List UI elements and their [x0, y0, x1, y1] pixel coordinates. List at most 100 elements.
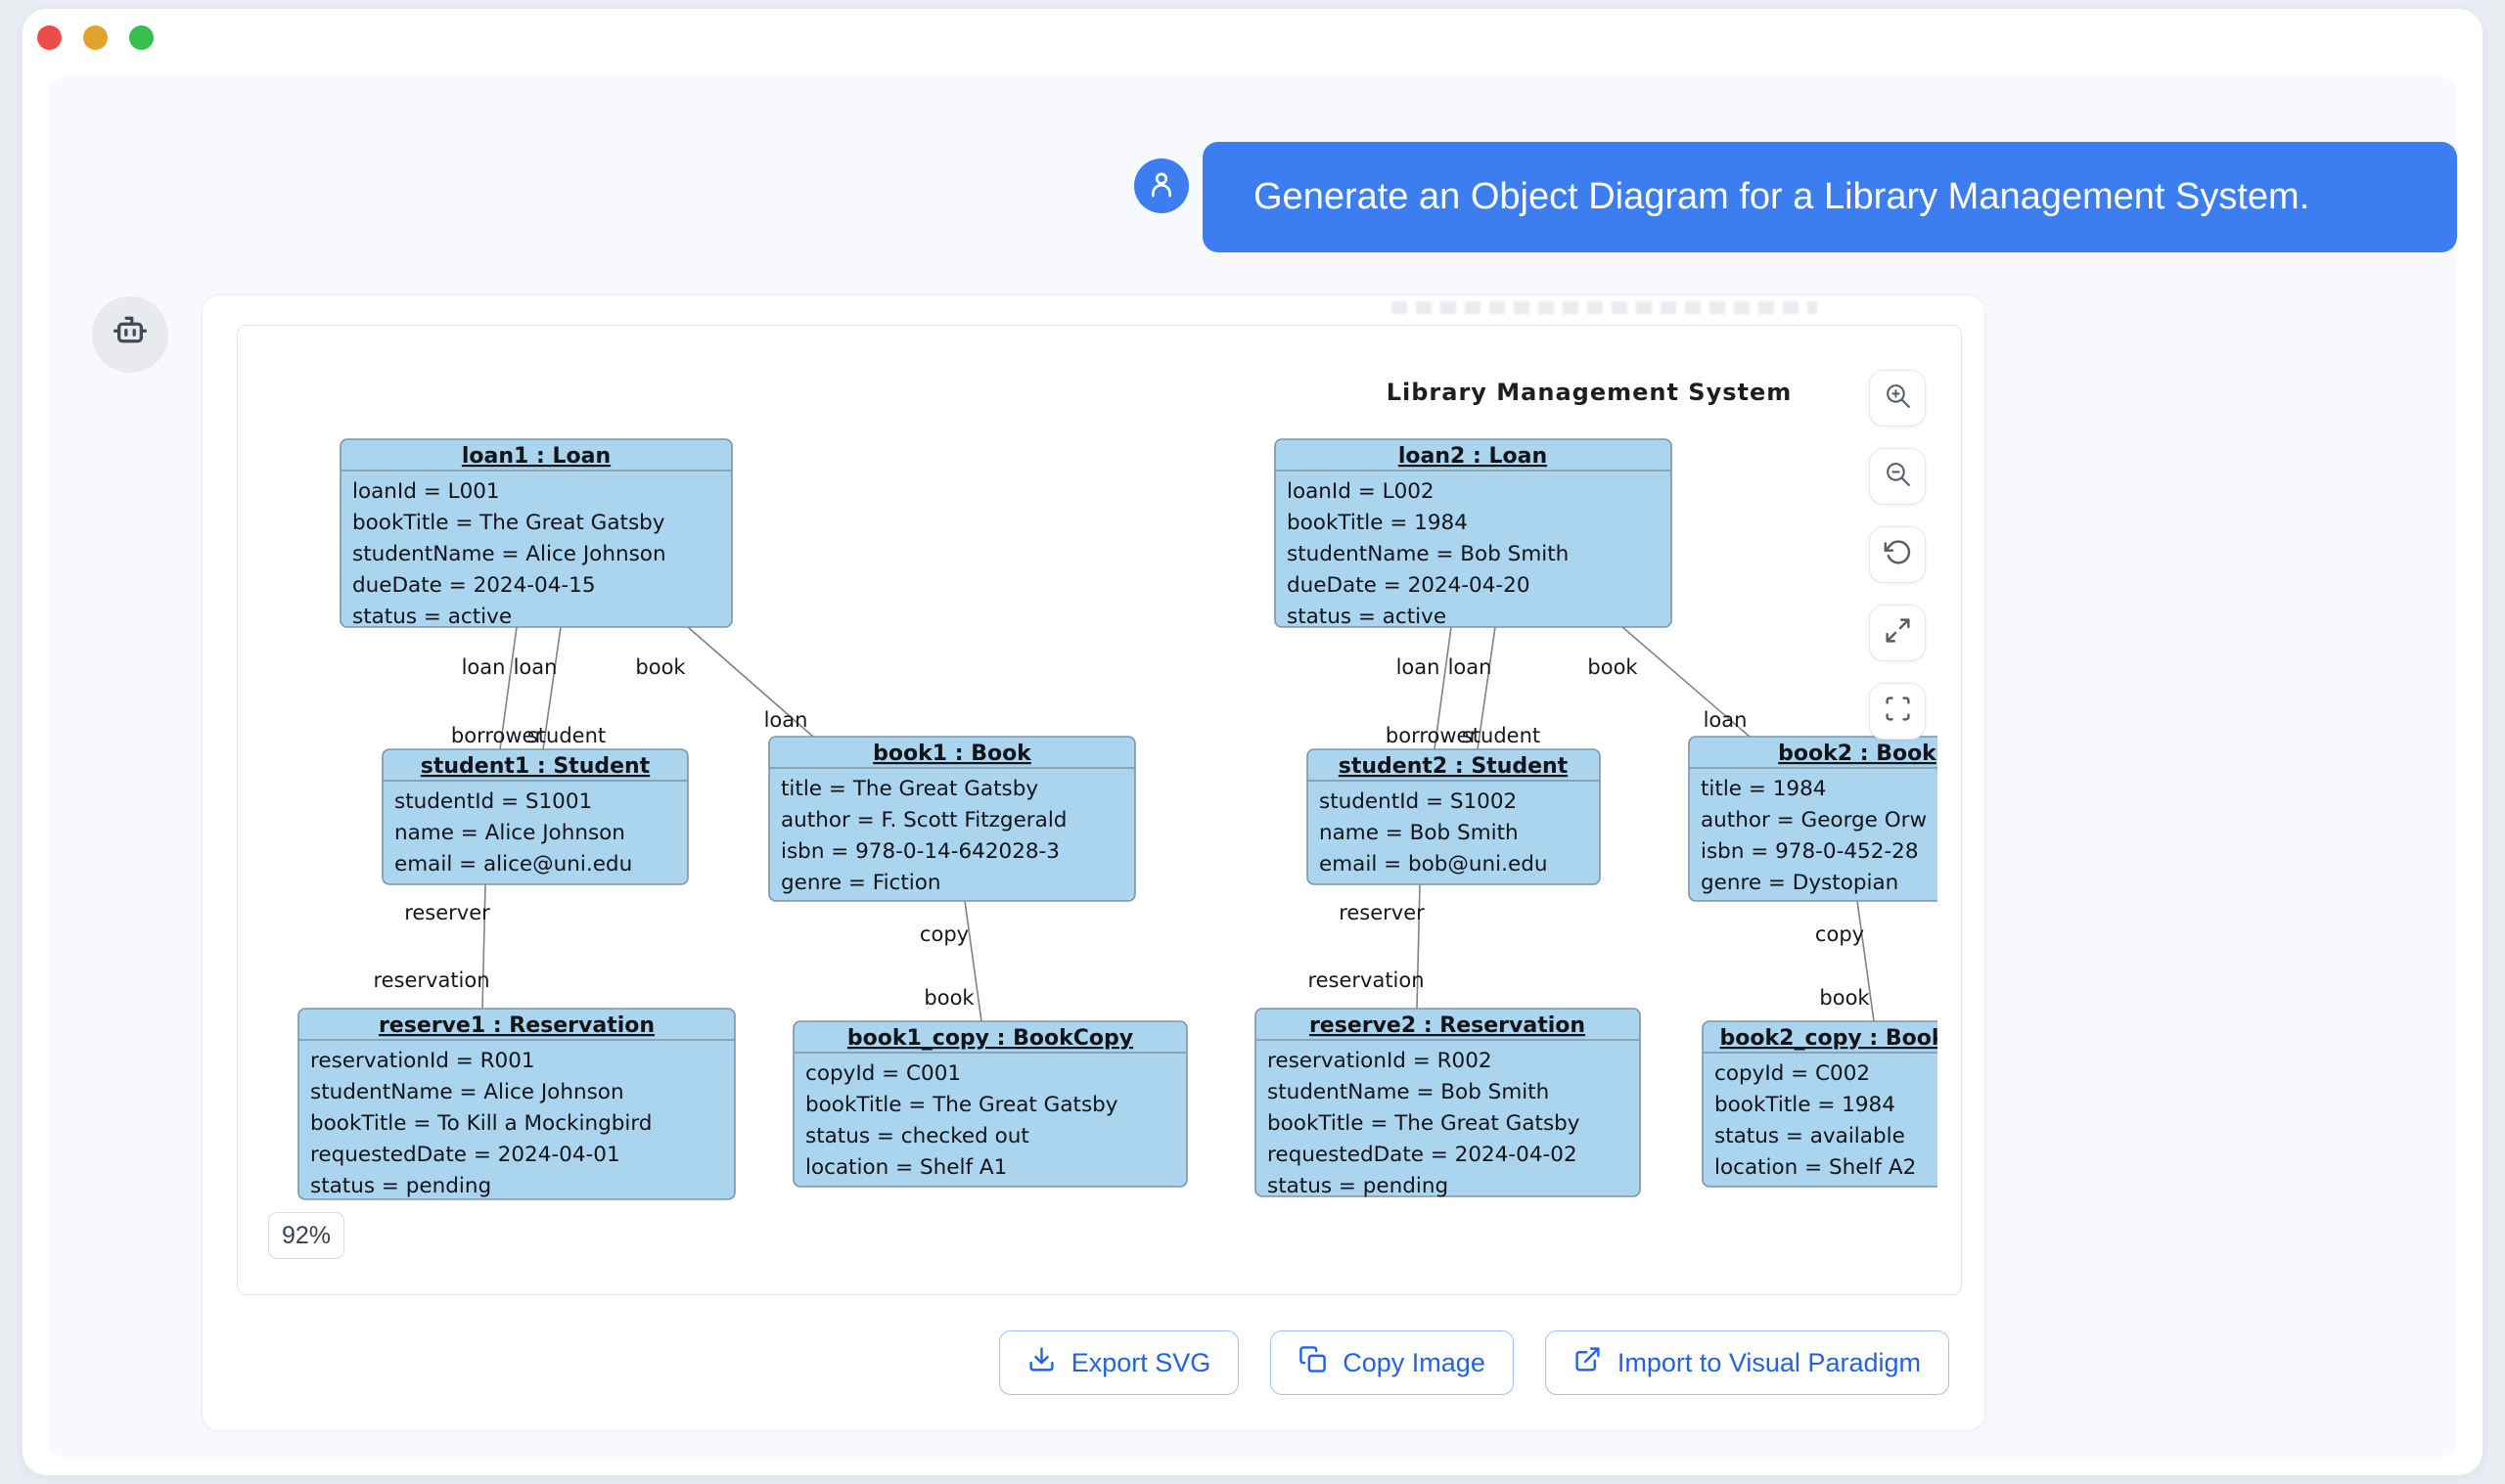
- object-attribute: reservationId = R001: [310, 1049, 535, 1073]
- edge-label: reserver: [1339, 901, 1425, 924]
- object-attribute: reservationId = R002: [1267, 1049, 1492, 1073]
- object-attribute: status = pending: [310, 1174, 491, 1198]
- object-header: book2 : Book: [1778, 742, 1937, 766]
- object-attribute: bookTitle = 1984: [1287, 511, 1468, 535]
- diagram-title: Library Management System: [1387, 379, 1793, 406]
- object-attribute: status = checked out: [805, 1124, 1029, 1148]
- maximize-button[interactable]: [1869, 605, 1926, 661]
- faded-text-artifact: [1391, 301, 1817, 314]
- app-window: Generate an Object Diagram for a Library…: [22, 8, 2483, 1476]
- object-attribute: author = George Orw: [1701, 808, 1927, 832]
- object-attribute: status = available: [1714, 1124, 1905, 1148]
- object-attribute: studentName = Alice Johnson: [310, 1080, 624, 1104]
- edge-label: student: [1462, 724, 1540, 747]
- robot-icon: [110, 312, 151, 358]
- object-attribute: requestedDate = 2024-04-01: [310, 1143, 620, 1167]
- minimize-button[interactable]: [83, 25, 108, 50]
- object-attribute: isbn = 978-0-452-28: [1701, 839, 1919, 864]
- object-node-reserve1[interactable]: reserve1 : Reservation reservationId = R…: [297, 1008, 736, 1200]
- edge-label: reservation: [1307, 968, 1424, 992]
- object-header: reserve2 : Reservation: [1309, 1013, 1585, 1038]
- object-attribute: dueDate = 2024-04-20: [1287, 573, 1530, 598]
- import-to-visual-paradigm-label: Import to Visual Paradigm: [1617, 1347, 1921, 1377]
- zoom-controls: [1869, 370, 1926, 740]
- object-header: loan1 : Loan: [462, 444, 611, 469]
- object-attribute: genre = Dystopian: [1701, 871, 1898, 895]
- edge-label: book: [1587, 655, 1638, 679]
- object-node-student1[interactable]: student1 : Student studentId = S1001 nam…: [382, 748, 689, 885]
- edge-label: book: [635, 655, 686, 679]
- object-attribute: bookTitle = To Kill a Mockingbird: [310, 1111, 652, 1136]
- object-node-book1-copy[interactable]: book1_copy : BookCopy copyId = C001 book…: [793, 1020, 1188, 1188]
- object-attribute: email = alice@uni.edu: [394, 852, 632, 877]
- reset-view-button[interactable]: [1869, 526, 1926, 583]
- edge-label: copy: [920, 922, 969, 946]
- object-node-student2[interactable]: student2 : Student studentId = S1002 nam…: [1306, 748, 1601, 885]
- edge-label: reserver: [404, 901, 490, 924]
- person-icon: [1146, 168, 1177, 204]
- fit-view-icon: [1884, 695, 1912, 728]
- close-button[interactable]: [37, 25, 62, 50]
- object-attribute: studentName = Alice Johnson: [352, 542, 666, 566]
- object-attribute: status = pending: [1267, 1174, 1448, 1198]
- object-attribute: copyId = C002: [1714, 1061, 1870, 1086]
- object-header: book2_copy : Book: [1720, 1026, 1947, 1051]
- object-node-book2-copy[interactable]: book2_copy : Book copyId = C002 bookTitl…: [1702, 1020, 1962, 1188]
- object-node-book1[interactable]: book1 : Book title = The Great Gatsby au…: [768, 736, 1136, 902]
- object-attribute: name = Alice Johnson: [394, 821, 625, 845]
- zoom-out-icon: [1884, 460, 1912, 493]
- object-attribute: studentId = S1002: [1319, 789, 1517, 814]
- copy-image-button[interactable]: Copy Image: [1270, 1330, 1514, 1395]
- edge-label: book: [924, 986, 975, 1010]
- zoom-in-icon: [1884, 382, 1912, 415]
- object-attribute: loanId = L001: [352, 479, 500, 504]
- object-attribute: bookTitle = 1984: [1714, 1093, 1895, 1117]
- object-attribute: studentName = Bob Smith: [1267, 1080, 1549, 1104]
- zoom-level-badge: 92%: [268, 1212, 344, 1259]
- object-node-book2[interactable]: book2 : Book title = 1984 author = Georg…: [1688, 736, 1962, 902]
- object-attribute: dueDate = 2024-04-15: [352, 573, 596, 598]
- object-node-loan2[interactable]: loan2 : Loan loanId = L002 bookTitle = 1…: [1274, 438, 1672, 629]
- object-attribute: isbn = 978-0-14-642028-3: [781, 839, 1060, 864]
- object-attribute: title = 1984: [1701, 777, 1826, 801]
- diagram-actions: Export SVG Copy Image Import to Visual P…: [998, 1330, 1949, 1395]
- object-attribute: bookTitle = The Great Gatsby: [805, 1093, 1118, 1117]
- object-attribute: author = F. Scott Fitzgerald: [781, 808, 1067, 832]
- object-header: reserve1 : Reservation: [379, 1013, 655, 1038]
- object-node-reserve2[interactable]: reserve2 : Reservation reservationId = R…: [1254, 1008, 1641, 1198]
- object-attribute: genre = Fiction: [781, 871, 941, 895]
- object-header: student1 : Student: [421, 754, 651, 779]
- object-header: book1_copy : BookCopy: [847, 1026, 1133, 1051]
- object-attribute: email = bob@uni.edu: [1319, 852, 1548, 877]
- object-attribute: copyId = C001: [805, 1061, 961, 1086]
- chat-surface: Generate an Object Diagram for a Library…: [48, 77, 2457, 1457]
- zoom-in-button[interactable]: [1869, 370, 1926, 427]
- copy-image-label: Copy Image: [1343, 1347, 1485, 1377]
- edge-label: loan: [514, 655, 558, 679]
- user-avatar: [1134, 158, 1189, 213]
- zoom-window-button[interactable]: [129, 25, 154, 50]
- zoom-out-button[interactable]: [1869, 448, 1926, 505]
- object-attribute: requestedDate = 2024-04-02: [1267, 1143, 1577, 1167]
- object-attribute: bookTitle = The Great Gatsby: [352, 511, 665, 535]
- edge-label: loan: [462, 655, 506, 679]
- diagram-canvas[interactable]: Library Management System: [237, 325, 1962, 1295]
- zoom-level-text: 92%: [281, 1221, 332, 1249]
- fit-view-button[interactable]: [1869, 683, 1926, 740]
- edge-label: loan: [1448, 655, 1492, 679]
- object-attribute: title = The Great Gatsby: [781, 777, 1038, 801]
- object-attribute: loanId = L002: [1287, 479, 1435, 504]
- edge-label: book: [1819, 986, 1870, 1010]
- import-to-visual-paradigm-button[interactable]: Import to Visual Paradigm: [1544, 1330, 1949, 1395]
- object-attribute: name = Bob Smith: [1319, 821, 1519, 845]
- edge-label: borrower: [1386, 724, 1479, 747]
- object-attribute: studentId = S1001: [394, 789, 592, 814]
- export-svg-label: Export SVG: [1070, 1347, 1211, 1377]
- object-node-loan1[interactable]: loan1 : Loan loanId = L001 bookTitle = T…: [340, 438, 733, 629]
- copy-icon: [1298, 1345, 1327, 1380]
- object-attribute: studentName = Bob Smith: [1287, 542, 1569, 566]
- export-svg-button[interactable]: Export SVG: [998, 1330, 1240, 1395]
- edge-label: loan: [1396, 655, 1440, 679]
- object-attribute: status = active: [1287, 605, 1446, 629]
- rotate-ccw-icon: [1884, 538, 1912, 571]
